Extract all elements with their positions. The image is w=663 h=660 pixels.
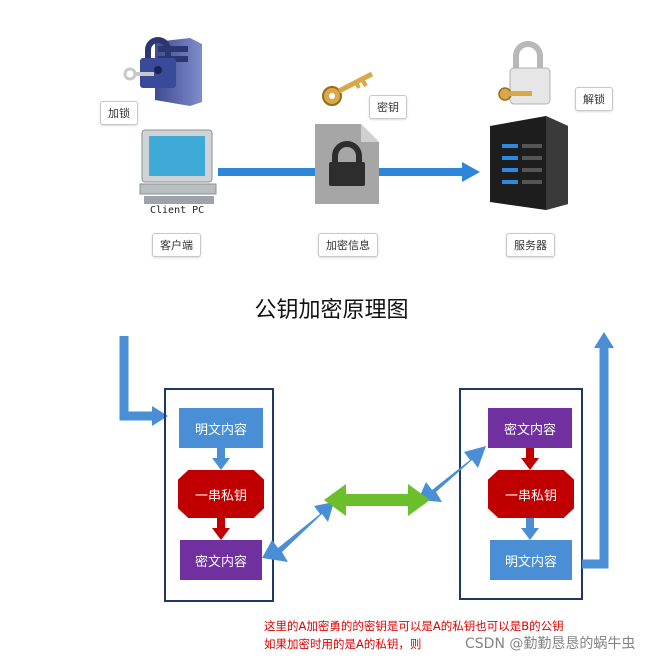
key-label: 密钥 — [369, 95, 407, 119]
server-icon — [490, 116, 568, 210]
left-plaintext-box: 明文内容 — [179, 408, 263, 448]
lock-label: 加锁 — [100, 101, 138, 125]
left-private-key-box: 一串私钥 — [178, 470, 264, 518]
right-ciphertext-box: 密文内容 — [488, 408, 572, 448]
diagram-title: 公钥加密原理图 — [254, 298, 409, 323]
locked-document-icon — [315, 124, 379, 204]
padlock-computer-icon — [123, 37, 202, 106]
right-arrow-1 — [521, 448, 539, 470]
right-plaintext-box: 明文内容 — [490, 540, 572, 580]
client-pc-label: Client PC — [150, 205, 205, 216]
right-arrow-2 — [521, 518, 539, 540]
right-panel — [459, 388, 583, 600]
note-line-2: 如果加密时用的是A的私钥，则 — [264, 637, 422, 651]
left-arrow-2 — [212, 518, 230, 540]
left-panel — [164, 388, 274, 602]
server-label: 服务器 — [506, 233, 555, 257]
csdn-watermark: CSDN @勤勤恳恳的蜗牛虫 — [465, 636, 636, 652]
encrypted-info-label: 加密信息 — [318, 233, 378, 257]
exchange-arrows — [262, 446, 486, 562]
client-label: 客户端 — [152, 233, 201, 257]
right-output-arrow — [582, 332, 614, 569]
left-input-arrow — [119, 336, 168, 426]
note-line-1: 这里的A加密勇的的密钥是可以是A的私钥也可以是B的公钥 — [264, 619, 564, 633]
unlock-label: 解锁 — [575, 87, 613, 111]
client-pc-icon — [139, 129, 217, 204]
left-arrow-1 — [212, 448, 230, 470]
right-private-key-box: 一串私钥 — [488, 470, 574, 518]
padlock-key-icon — [498, 41, 551, 105]
left-ciphertext-box: 密文内容 — [180, 540, 262, 580]
key-icon — [322, 71, 374, 106]
